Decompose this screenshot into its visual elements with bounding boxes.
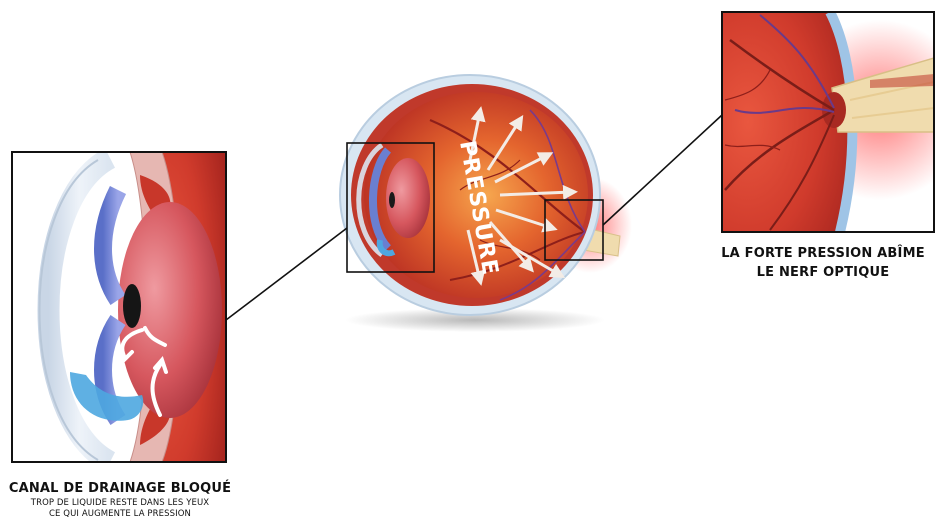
right-connector-line [603,115,722,225]
optic-nerve-zoom-panel [722,12,935,232]
drainage-caption: CANAL DE DRAINAGE BLOQUÉ TROP DE LIQUIDE… [2,480,238,520]
left-pupil [123,284,141,328]
drainage-caption-line1: TROP DE LIQUIDE RESTE DANS LES YEUX [2,498,238,509]
left-connector-line [226,228,347,320]
central-eye: PRESSURE [340,75,632,332]
central-pupil [389,192,395,208]
drainage-caption-title: CANAL DE DRAINAGE BLOQUÉ [2,480,238,498]
drainage-zoom-panel [12,152,226,462]
optic-nerve-caption-line2: LE NERF OPTIQUE [718,263,928,282]
drainage-caption-line2: CE QUI AUGMENTE LA PRESSION [2,509,238,520]
optic-nerve-caption: LA FORTE PRESSION ABÎME LE NERF OPTIQUE [718,244,928,282]
optic-nerve-caption-line1: LA FORTE PRESSION ABÎME [718,244,928,263]
